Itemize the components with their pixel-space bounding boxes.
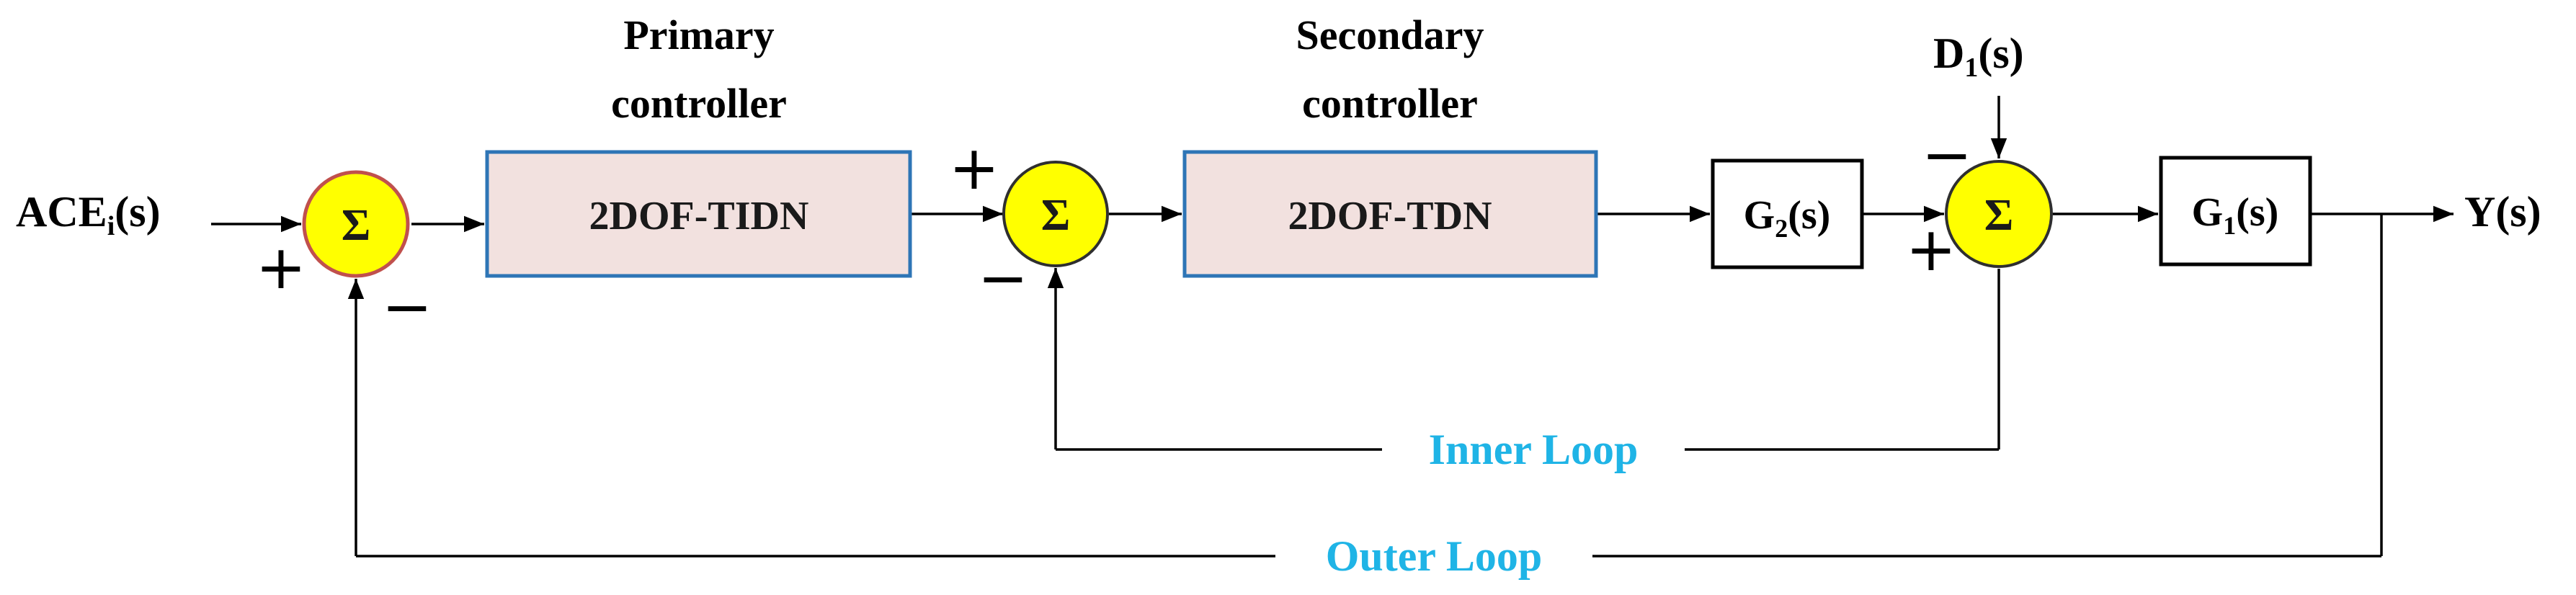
secondary-controller-box [1182,150,1598,278]
disturbance-label: D1(s) [1933,30,2024,83]
summer-circle [1002,161,1109,267]
g1-box [2159,156,2312,267]
summer-circle [1945,160,2053,268]
primary-controller-block: 2DOF-TIDN [485,150,912,278]
signal-lines [211,96,2454,558]
primary-controller-title-line1: Primary [623,12,774,58]
summing-junction-inner: Σ [1002,161,1109,267]
primary-controller-name: 2DOF-TIDN [589,194,809,238]
s2-minus-sign: − [978,243,1028,313]
g1-block: G1(s) [2159,156,2312,267]
g1-label: G1(s) [2192,190,2279,240]
secondary-controller-title-line2: controller [1302,80,1478,127]
s3-minus-sign: − [1922,120,1972,190]
s2-plus-sign: + [949,133,999,203]
secondary-controller-title-line1: Secondary [1296,12,1484,58]
sigma-symbol: Σ [1984,191,2014,240]
s3-plus-sign: + [1906,214,1956,285]
summing-junction-outer: Σ [302,170,410,278]
g2-label: G2(s) [1744,193,1831,243]
summing-junction-disturbance: Σ [1945,160,2053,268]
inner-loop-label: Inner Loop [1429,426,1639,473]
primary-controller-title-line2: controller [611,80,787,127]
sigma-symbol: Σ [342,201,371,250]
sigma-symbol: Σ [1041,191,1071,240]
secondary-controller-block: 2DOF-TDN [1182,150,1598,278]
primary-controller-box [485,150,912,278]
outer-loop-label: Outer Loop [1326,532,1543,580]
s1-plus-sign: + [256,232,306,303]
g2-box [1711,158,1864,269]
g2-block: G2(s) [1711,158,1864,269]
input-signal-label: ACEi(s) [16,188,161,241]
s1-minus-sign: − [382,272,432,342]
secondary-controller-name: 2DOF-TDN [1288,194,1492,238]
output-signal-label: Y(s) [2464,188,2541,236]
summer-circle [302,170,410,278]
